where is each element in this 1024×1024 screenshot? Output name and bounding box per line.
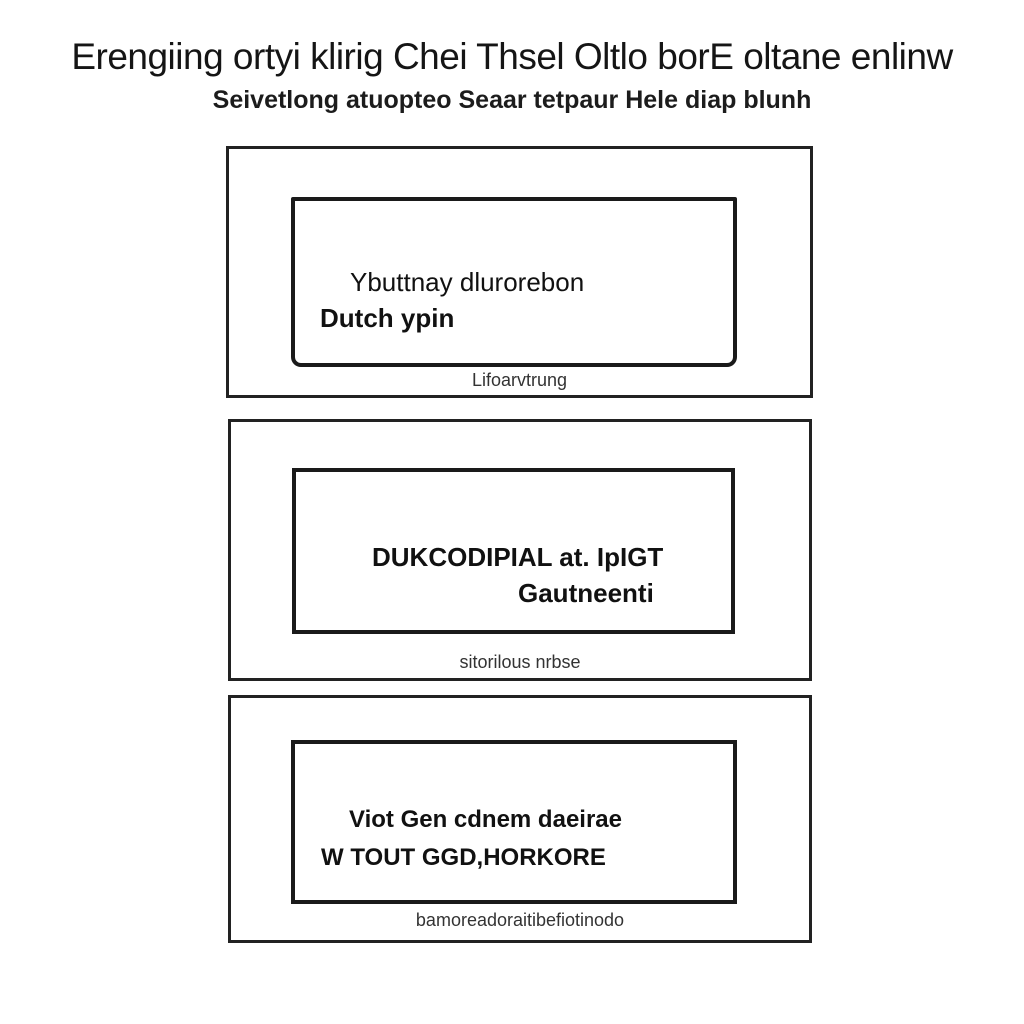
page-title: Erengiing ortyi klirig Chei Thsel Oltlo … bbox=[71, 36, 953, 77]
option-card-1: Ybuttnay dlurorebon Dutch ypin Lifoarvtr… bbox=[226, 146, 813, 398]
option-button-2-label-line-2: Gautneenti bbox=[518, 578, 654, 608]
option-card-1-caption: Lifoarvtrung bbox=[471, 370, 568, 390]
option-card-3: Viot Gen cdnem daeirae W TOUT GGD,HORKOR… bbox=[228, 695, 812, 943]
option-card-2: DUKCODIPIAL at. IpIGT Gautneenti sitoril… bbox=[228, 419, 812, 681]
option-button-1-label-line-2: Dutch ypin bbox=[320, 303, 455, 333]
option-button-2-label-line-1: DUKCODIPIAL at. IpIGT bbox=[372, 542, 664, 572]
page-subtitle: Seivetlong atuopteo Seaar tetpaur Hele d… bbox=[212, 86, 812, 114]
option-button-1[interactable]: Ybuttnay dlurorebon Dutch ypin bbox=[291, 197, 737, 367]
option-card-2-caption: sitorilous nrbse bbox=[459, 652, 581, 672]
option-button-3-label-line-1: Viot Gen cdnem daeirae bbox=[349, 806, 622, 833]
option-card-3-caption: bamoreadoraitibefiotinodo bbox=[415, 910, 625, 930]
option-button-3[interactable]: Viot Gen cdnem daeirae W TOUT GGD,HORKOR… bbox=[291, 740, 737, 904]
option-button-2[interactable]: DUKCODIPIAL at. IpIGT Gautneenti bbox=[292, 468, 735, 634]
option-button-3-label-line-2: W TOUT GGD,HORKORE bbox=[321, 844, 606, 871]
option-button-1-label-line-1: Ybuttnay dlurorebon bbox=[350, 267, 585, 297]
